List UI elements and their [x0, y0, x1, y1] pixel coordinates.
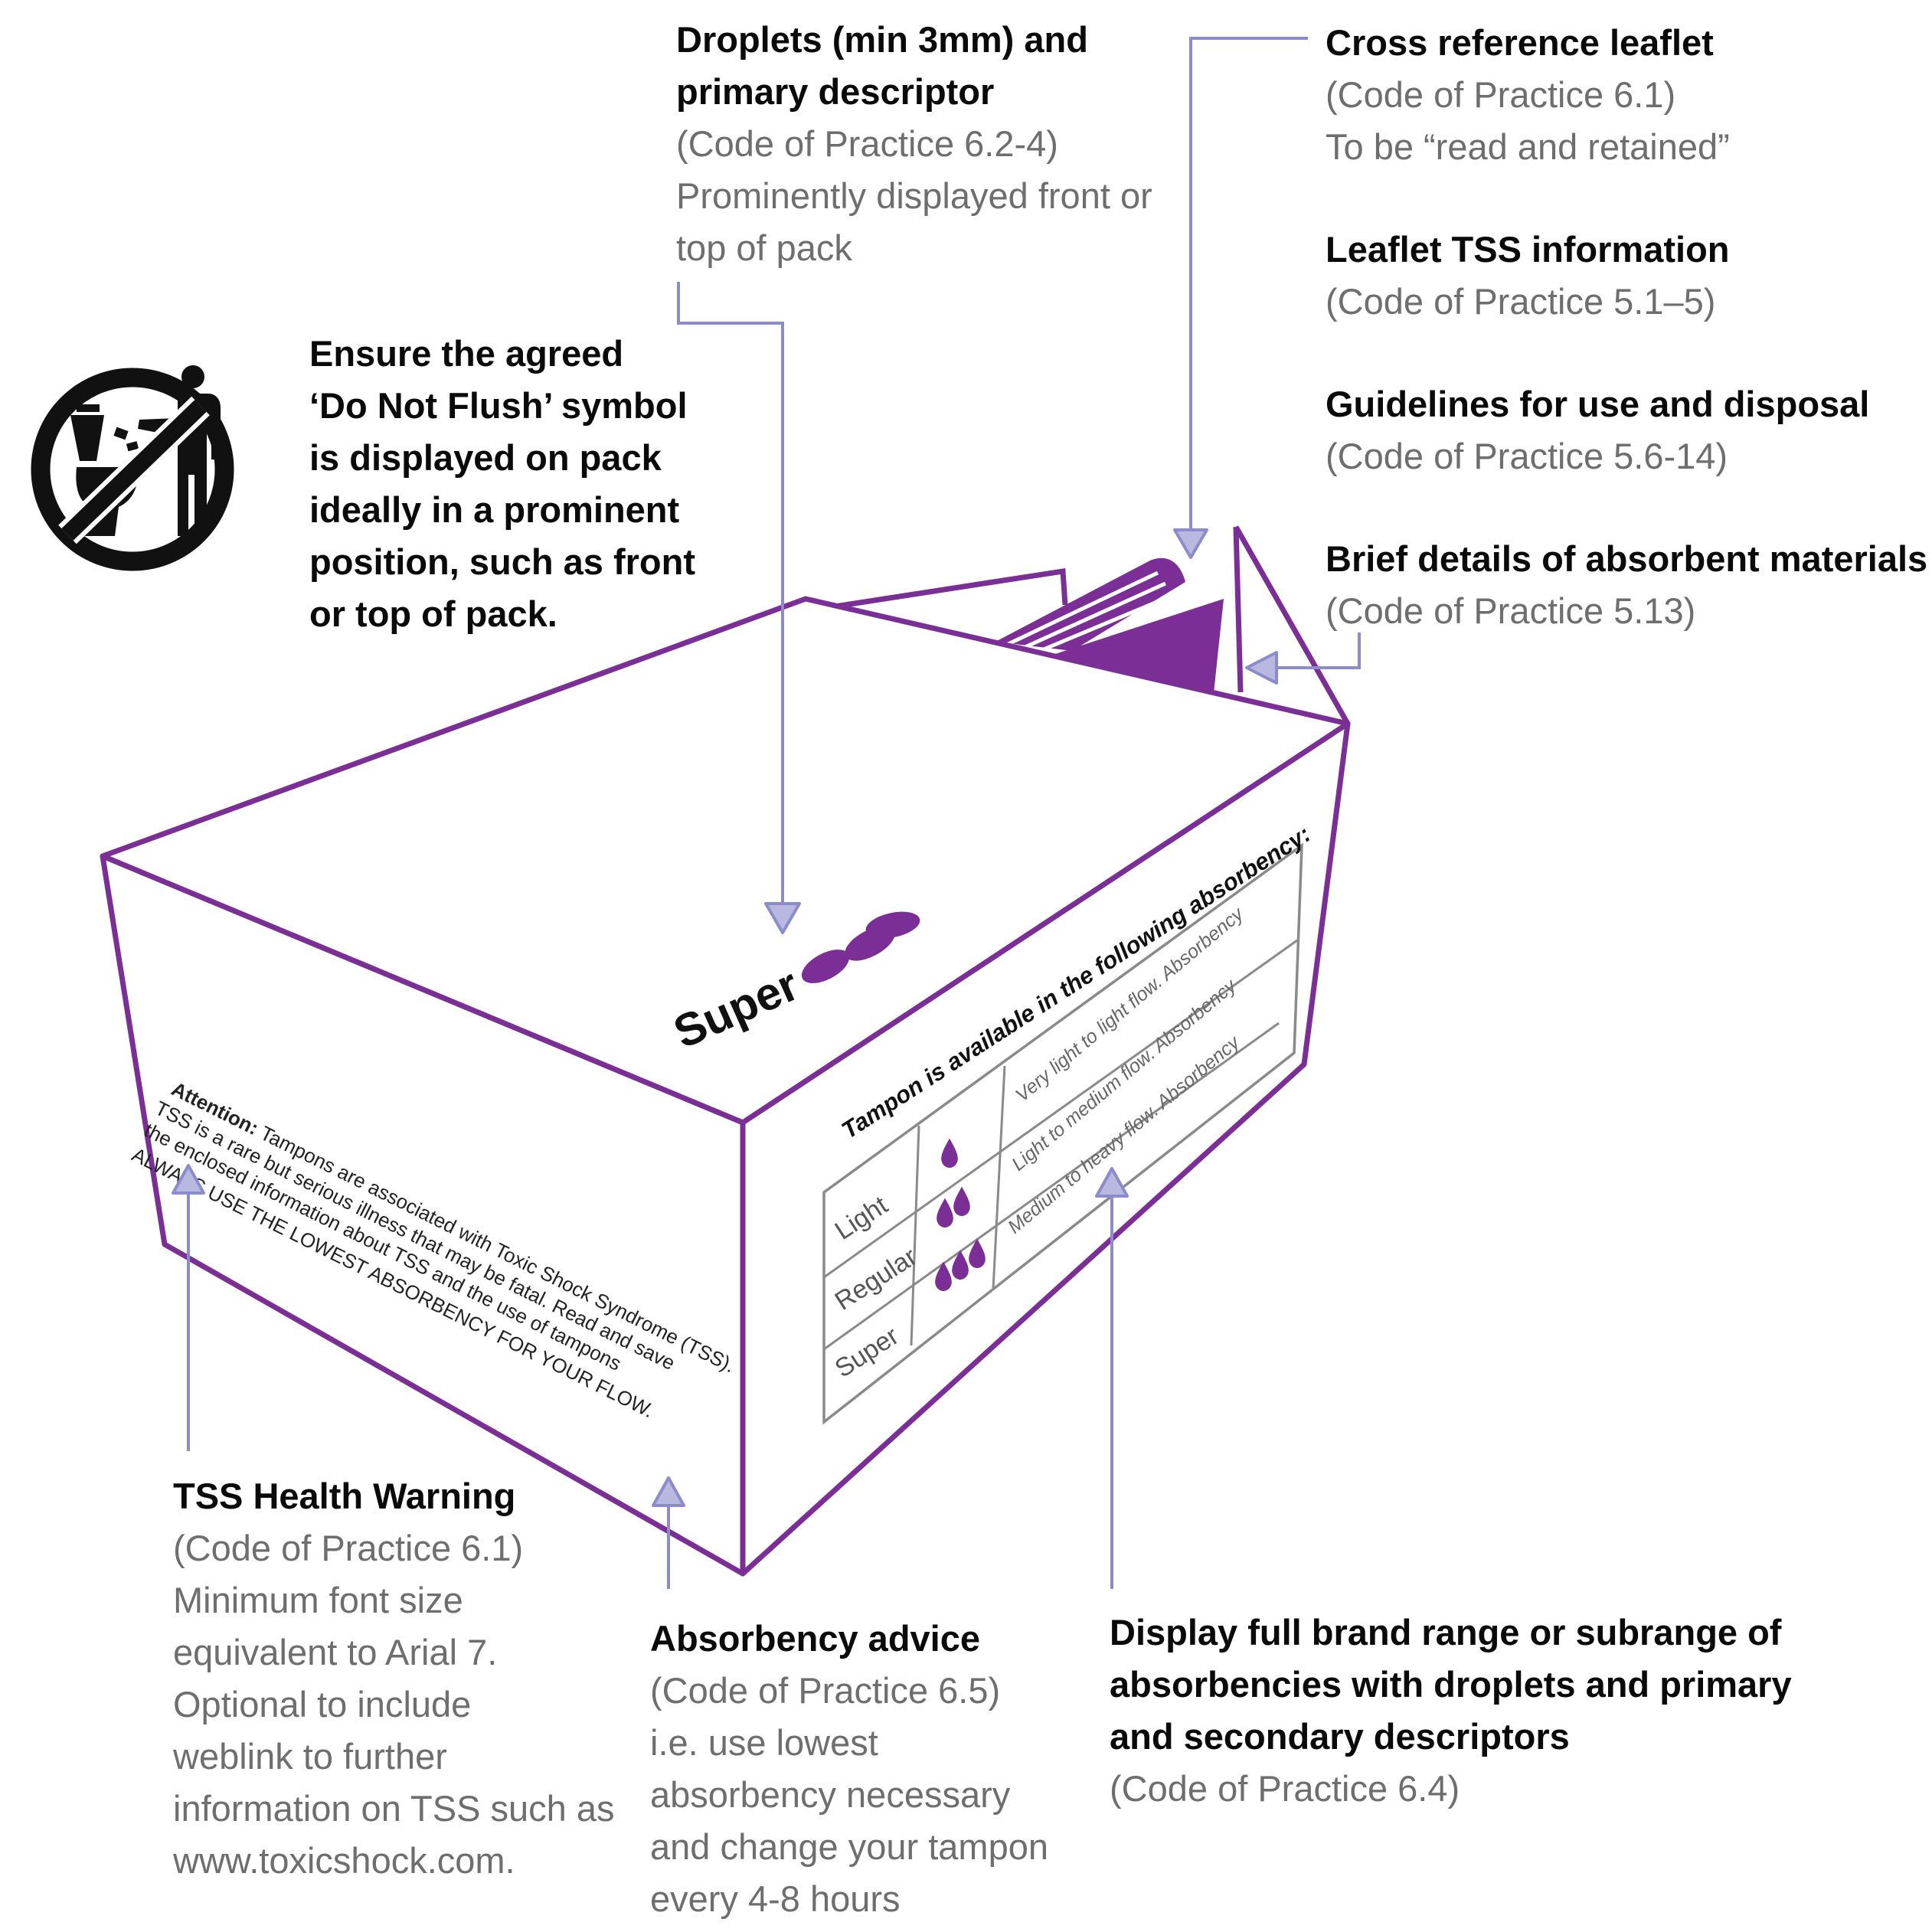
materials-arrowhead: [1245, 651, 1278, 685]
annotation-do-not-flush: Ensure the agreed ‘Do Not Flush’ symbol …: [309, 328, 695, 640]
materials-arrow-line: [1277, 633, 1361, 669]
do-not-flush-line-3: is displayed on pack: [309, 437, 662, 478]
absorbency-advice-sub-5: every 4-8 hours: [650, 1878, 901, 1919]
table-frame: [822, 842, 1303, 1425]
absorbency-advice-title: Absorbency advice: [650, 1618, 981, 1659]
callout-arrows: [187, 37, 1361, 1589]
leaflet-arrow-line: [1189, 37, 1308, 532]
tss-warning-arrowhead: [172, 1164, 205, 1195]
droplets-sub-3: top of pack: [676, 227, 852, 268]
tss-warning-title: TSS Health Warning: [173, 1476, 516, 1516]
annotation-droplets: Droplets (min 3mm) and primary descripto…: [676, 14, 1152, 274]
back-flap-outline: [834, 567, 1068, 610]
cross-reference-sub-1: (Code of Practice 6.1): [1326, 74, 1676, 115]
leaflet-tss-title: Leaflet TSS information: [1326, 229, 1730, 270]
leaflet-tss-sub: (Code of Practice 5.1–5): [1326, 281, 1716, 322]
droplets-arrow-line: [677, 282, 784, 904]
leaflet-icon: [995, 557, 1224, 693]
absorbent-materials-title: Brief details of absorbent materials: [1326, 538, 1928, 579]
tss-warning-sub-7: www.toxicshock.com.: [173, 1840, 515, 1881]
droplets-title-2: primary descriptor: [676, 71, 995, 112]
do-not-flush-line-4: ideally in a prominent: [309, 489, 680, 530]
annotation-absorbent-materials: Brief details of absorbent materials (Co…: [1326, 533, 1927, 637]
annotation-cross-reference: Cross reference leaflet (Code of Practic…: [1326, 17, 1730, 173]
top-droplet-1: [801, 950, 850, 983]
do-not-flush-line-6: or top of pack.: [309, 593, 557, 634]
table-row-lines: [823, 939, 1298, 1351]
absorbency-advice-sub-2: i.e. use lowest: [650, 1722, 878, 1763]
do-not-flush-line-2: ‘Do Not Flush’ symbol: [309, 385, 688, 426]
guidelines-title: Guidelines for use and disposal: [1326, 384, 1870, 424]
annotation-brand-range: Display full brand range or subrange of …: [1110, 1607, 1792, 1815]
right-flap-outline: [1233, 525, 1351, 725]
absorbent-materials-sub: (Code of Practice 5.13): [1326, 590, 1696, 631]
tss-warning-sub-6: information on TSS such as: [173, 1788, 615, 1829]
top-droplets: [801, 911, 920, 983]
droplets-sub-1: (Code of Practice 6.2-4): [676, 123, 1058, 164]
box-side-outline: [740, 721, 1351, 1577]
annotation-guidelines: Guidelines for use and disposal (Code of…: [1326, 378, 1869, 482]
droplets-arrowhead: [764, 902, 801, 934]
guidelines-sub: (Code of Practice 5.6-14): [1326, 436, 1728, 476]
cross-reference-sub-2: To be “read and retained”: [1326, 126, 1730, 167]
annotation-leaflet-tss: Leaflet TSS information (Code of Practic…: [1326, 224, 1730, 328]
tss-warning-sub-2: Minimum font size: [173, 1580, 463, 1620]
brand-range-title-3: and secondary descriptors: [1110, 1716, 1570, 1757]
tss-warning-sub-5: weblink to further: [173, 1736, 447, 1777]
brand-range-arrowhead: [1095, 1167, 1129, 1198]
top-droplet-4: [865, 911, 920, 939]
do-not-flush-icon: [31, 365, 234, 571]
droplets-sub-2: Prominently displayed front or: [676, 175, 1152, 216]
callout-arrowheads: [172, 528, 1278, 1507]
absorbency-advice-sub-3: absorbency necessary: [650, 1774, 1011, 1815]
do-not-flush-line-5: position, such as front: [309, 541, 695, 582]
annotation-absorbency-advice: Absorbency advice (Code of Practice 6.5)…: [650, 1613, 1048, 1925]
do-not-flush-line-1: Ensure the agreed: [309, 333, 624, 374]
brand-range-title-1: Display full brand range or subrange of: [1110, 1612, 1782, 1652]
absorbency-advice-sub-1: (Code of Practice 6.5): [650, 1670, 1001, 1711]
droplets-title-1: Droplets (min 3mm) and: [676, 19, 1088, 60]
absorbency-advice-sub-4: and change your tampon: [650, 1826, 1048, 1867]
brand-range-sub: (Code of Practice 6.4): [1110, 1768, 1460, 1809]
absorbency-advice-arrowhead: [652, 1476, 685, 1507]
brand-range-title-2: absorbencies with droplets and primary: [1110, 1664, 1792, 1705]
tss-warning-sub-1: (Code of Practice 6.1): [173, 1528, 524, 1568]
tss-warning-sub-3: equivalent to Arial 7.: [173, 1632, 498, 1672]
tss-warning-sub-4: Optional to include: [173, 1684, 472, 1724]
table-col-lines: [910, 1065, 1006, 1346]
leaflet-arrowhead: [1173, 528, 1208, 559]
cross-reference-title: Cross reference leaflet: [1326, 22, 1714, 63]
annotation-tss-warning: TSS Health Warning (Code of Practice 6.1…: [173, 1470, 614, 1887]
